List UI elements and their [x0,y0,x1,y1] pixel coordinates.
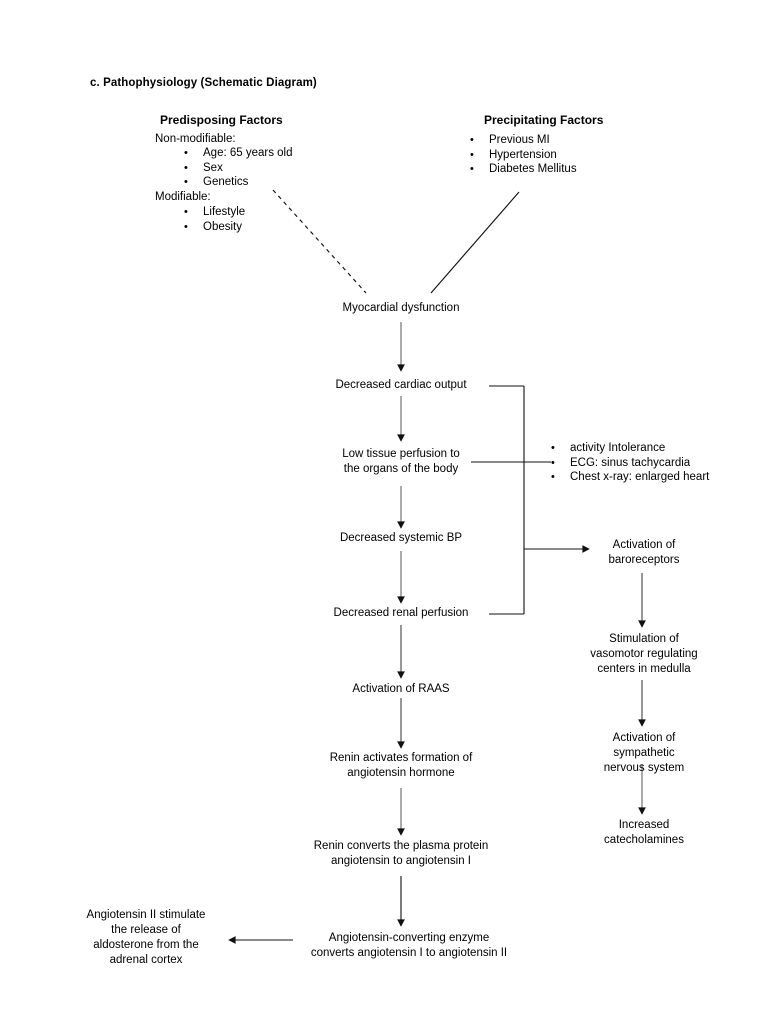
bullet-icon: • [184,161,188,174]
list-item-label: Lifestyle [203,206,246,218]
node-increased-catecholamines: Increased catecholamines [604,819,684,846]
connector-predisposing-to-myocardial [272,189,367,294]
bullet-icon: • [551,456,555,469]
node-activation-sympathetic-nervous-system: Activation of sympathetic nervous system [603,732,685,774]
list-item-label: Age: 65 years old [203,147,293,159]
list-item: • Genetics [184,175,293,190]
bullet-icon: • [184,176,188,189]
predisposing-factors-heading: Predisposing Factors [160,113,283,127]
non-modifiable-list: • Age: 65 years old • Sex • Genetics [184,146,293,190]
list-item: • Previous MI [470,133,577,148]
list-item: • Diabetes Mellitus [470,162,577,177]
bullet-icon: • [184,147,188,159]
bullet-icon: • [551,471,555,484]
bullet-icon: • [551,442,555,454]
list-item-label: activity Intolerance [570,442,666,454]
precipitating-factors-heading: Precipitating Factors [484,113,604,127]
bullet-icon: • [184,206,188,218]
list-item-label: ECG: sinus tachycardia [570,456,691,469]
list-item: • Chest x-ray: enlarged heart [551,470,709,485]
list-item-label: Chest x-ray: enlarged heart [570,471,710,484]
node-low-tissue-perfusion: Low tissue perfusion to the organs of th… [342,448,460,475]
node-angiotensin-ii-aldosterone: Angiotensin II stimulate the release of … [86,909,206,966]
node-ace-converts-angiotensin: Angiotensin-converting enzyme converts a… [310,932,508,959]
node-decreased-systemic-bp: Decreased systemic BP [339,532,463,544]
list-item: • Obesity [184,220,245,235]
list-item: • Sex [184,161,293,176]
bullet-icon: • [470,134,474,146]
modifiable-label: Modifiable: [155,191,211,203]
list-item-label: Genetics [203,176,249,189]
list-item-label: Obesity [203,220,242,233]
node-decreased-cardiac-output: Decreased cardiac output [335,379,467,391]
precipitating-factors-list: • Previous MI • Hypertension • Diabetes … [470,133,577,177]
bullet-icon: • [184,220,188,233]
list-item: • Age: 65 years old [184,146,293,161]
connector-precipitating-to-myocardial [430,191,520,294]
list-item-label: Previous MI [489,134,550,146]
node-renin-converts-plasma-protein: Renin converts the plasma protein angiot… [313,840,489,867]
node-activation-of-raas: Activation of RAAS [352,683,450,695]
clinical-findings-list: • activity Intolerance • ECG: sinus tach… [551,441,709,485]
list-item: • activity Intolerance [551,441,709,456]
list-item: • ECG: sinus tachycardia [551,456,709,471]
list-item-label: Hypertension [489,148,557,161]
non-modifiable-label: Non-modifiable: [155,133,236,145]
node-stimulation-vasomotor-centers: Stimulation of vasomotor regulating cent… [590,633,698,675]
node-activation-of-baroreceptors: Activation of baroreceptors [608,539,680,566]
list-item-label: Diabetes Mellitus [489,163,577,176]
bullet-icon: • [470,148,474,161]
modifiable-list: • Lifestyle • Obesity [184,205,245,234]
node-myocardial-dysfunction: Myocardial dysfunction [342,302,460,314]
page-title: c. Pathophysiology (Schematic Diagram) [90,77,317,89]
list-item: • Hypertension [470,148,577,163]
node-decreased-renal-perfusion: Decreased renal perfusion [333,607,469,619]
node-renin-activates-formation: Renin activates formation of angiotensin… [329,752,473,779]
bullet-icon: • [470,163,474,176]
list-item: • Lifestyle [184,205,245,220]
list-item-label: Sex [203,161,223,174]
